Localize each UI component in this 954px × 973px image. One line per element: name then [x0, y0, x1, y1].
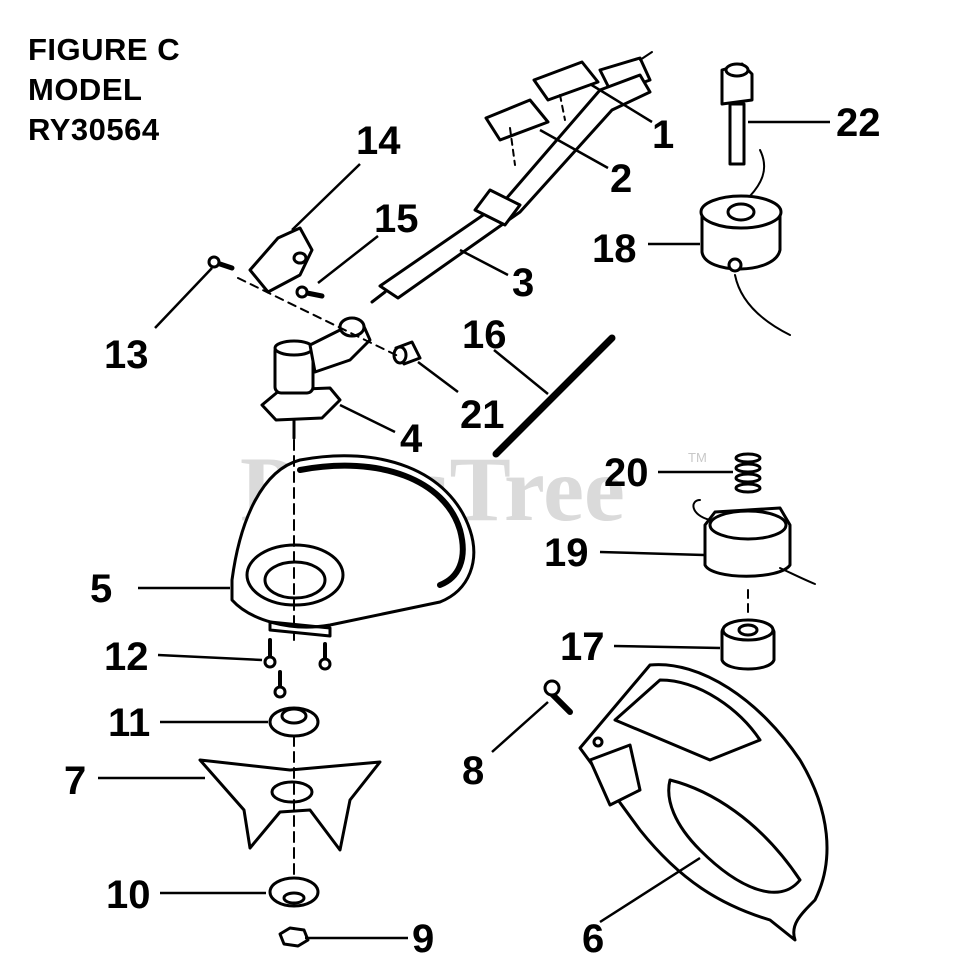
upper-washer [268, 706, 320, 738]
cutting-blade [198, 758, 382, 852]
leader-19 [599, 550, 705, 557]
callout-3: 3 [512, 261, 534, 305]
figure-label: FIGURE C [28, 32, 181, 67]
callout-6: 6 [582, 917, 604, 961]
leader-lines [98, 82, 830, 940]
leader-8 [491, 701, 549, 753]
callout-20: 20 [604, 451, 649, 495]
leader-14 [291, 163, 361, 231]
clamp-screw-15 [295, 285, 325, 299]
spacer-21 [392, 340, 422, 366]
leader-1 [589, 82, 653, 124]
leader-2 [539, 128, 609, 170]
bump-knob [720, 618, 776, 671]
adapter-bolt [720, 62, 754, 166]
callout-13: 13 [104, 333, 149, 377]
blade-nut [278, 926, 310, 948]
callout-8: 8 [462, 749, 484, 793]
leader-15 [317, 235, 379, 284]
line-spool [692, 499, 816, 585]
callout-18: 18 [592, 227, 637, 271]
lower-washer [268, 876, 320, 908]
leader-6 [599, 856, 701, 924]
clamp-screw-13 [207, 255, 235, 271]
leader-17 [613, 644, 721, 650]
callout-16: 16 [462, 313, 507, 357]
callout-22: 22 [836, 101, 881, 145]
leader-13 [154, 267, 213, 329]
callout-4: 4 [400, 417, 423, 461]
callout-14: 14 [356, 119, 401, 163]
model-number: RY30564 [28, 112, 160, 147]
leader-12 [157, 653, 263, 662]
callout-2: 2 [610, 157, 632, 201]
callout-17: 17 [560, 625, 605, 669]
leader-3 [459, 248, 509, 277]
blade-shield [230, 454, 476, 638]
callout-15: 15 [374, 197, 419, 241]
watermark-trademark: TM [688, 450, 707, 465]
callout-19: 19 [544, 531, 589, 575]
leader-16 [493, 349, 549, 395]
spring [734, 452, 762, 494]
callout-1: 1 [652, 113, 674, 157]
shield-screws [263, 638, 332, 699]
callout-21: 21 [460, 393, 505, 437]
callout-12: 12 [104, 635, 149, 679]
callout-7: 7 [64, 759, 86, 803]
gear-head [260, 316, 372, 440]
label-decal-1 [532, 60, 600, 102]
shaft-tube [370, 51, 653, 304]
leader-21 [417, 361, 459, 393]
shaft-clamp [248, 226, 314, 294]
leader-4 [339, 403, 396, 434]
label-decal-2 [484, 98, 550, 142]
trimmer-head [699, 149, 791, 336]
trimmer-shield [578, 663, 829, 942]
model-label: MODEL [28, 72, 143, 107]
callout-10: 10 [106, 873, 151, 917]
guard-screw [543, 679, 573, 715]
callout-11: 11 [108, 701, 150, 745]
locking-rod [492, 334, 616, 458]
callout-9: 9 [412, 917, 434, 961]
callout-5: 5 [90, 567, 112, 611]
